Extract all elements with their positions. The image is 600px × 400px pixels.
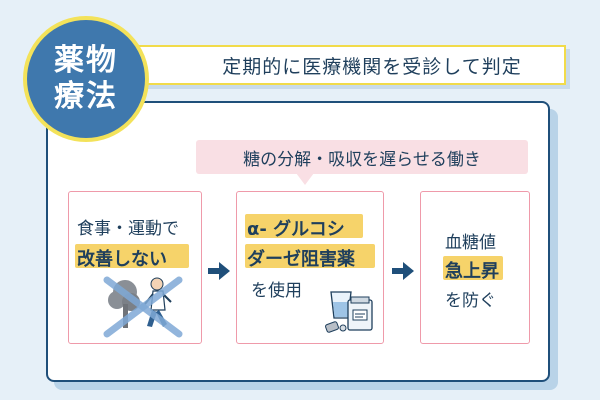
cross-icon — [103, 276, 183, 338]
step-box-2: α- グルコシ ダーゼ阻害薬 を使用 — [236, 191, 384, 344]
speech-bubble-tail — [296, 173, 314, 185]
step2-highlight-2: ダーゼ阻害薬 — [247, 249, 355, 270]
step3-highlight: 急上昇 — [445, 261, 499, 282]
step-box-3: 血糖値 急上昇 を防ぐ — [420, 191, 530, 344]
arrow-right-icon — [208, 262, 230, 280]
title-badge: 薬物 療法 — [23, 16, 149, 142]
step1-line1: 食事・運動で — [77, 219, 179, 239]
headline: 定期的に医療機関を受診して判定 — [138, 45, 566, 85]
step3-line3: を防ぐ — [445, 291, 496, 311]
step-box-1: 食事・運動で 改善しない — [68, 191, 202, 344]
badge-line-2: 療法 — [54, 79, 118, 114]
pill-icon — [325, 321, 347, 333]
step1-highlight-bg — [75, 244, 189, 268]
step3-line1: 血糖値 — [445, 233, 496, 253]
step1-highlight: 改善しない — [77, 249, 167, 270]
step2-highlight-bg-2 — [245, 244, 375, 268]
badge-line-1: 薬物 — [54, 43, 118, 78]
speech-bubble: 糖の分解・吸収を遅らせる働き — [196, 140, 528, 174]
step2-line3: を使用 — [251, 281, 302, 301]
step3-highlight-bg — [443, 256, 503, 280]
arrow-right-icon — [392, 262, 414, 280]
step2-highlight-1: α- グルコシ — [247, 219, 345, 240]
step2-highlight-bg-1 — [245, 214, 363, 238]
medicine-bag-icon — [347, 296, 373, 331]
water-glass-icon — [330, 291, 352, 319]
